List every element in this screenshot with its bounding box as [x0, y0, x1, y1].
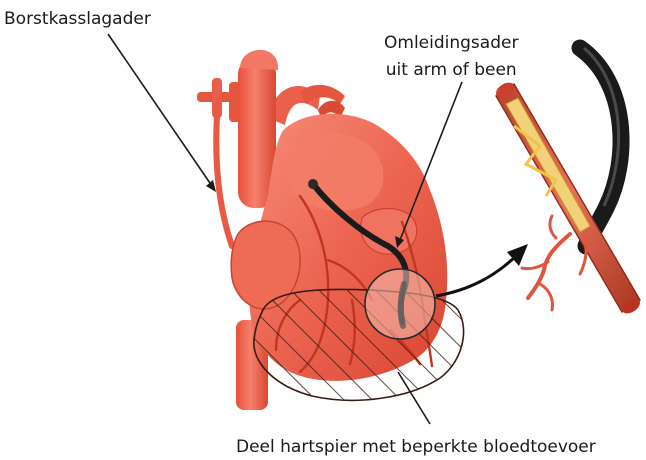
label-bypass-line1: Omleidingsader: [384, 30, 518, 57]
magnifier-circle: [365, 269, 435, 339]
zoom-arrow: [436, 244, 528, 296]
graft-origin: [308, 179, 318, 189]
label-reduced-flow: Deel hartspier met beperkte bloedtoevoer: [236, 434, 596, 460]
label-chest-artery: Borstkasslagader: [4, 6, 151, 33]
chest-artery-pointer: [108, 34, 212, 186]
chest-artery-vessel: [216, 100, 232, 246]
label-bypass-vessel: Omleidingsader uit arm of been: [384, 30, 518, 84]
label-bypass-line2: uit arm of been: [384, 57, 518, 84]
chest-artery-pointer-head: [206, 180, 216, 192]
